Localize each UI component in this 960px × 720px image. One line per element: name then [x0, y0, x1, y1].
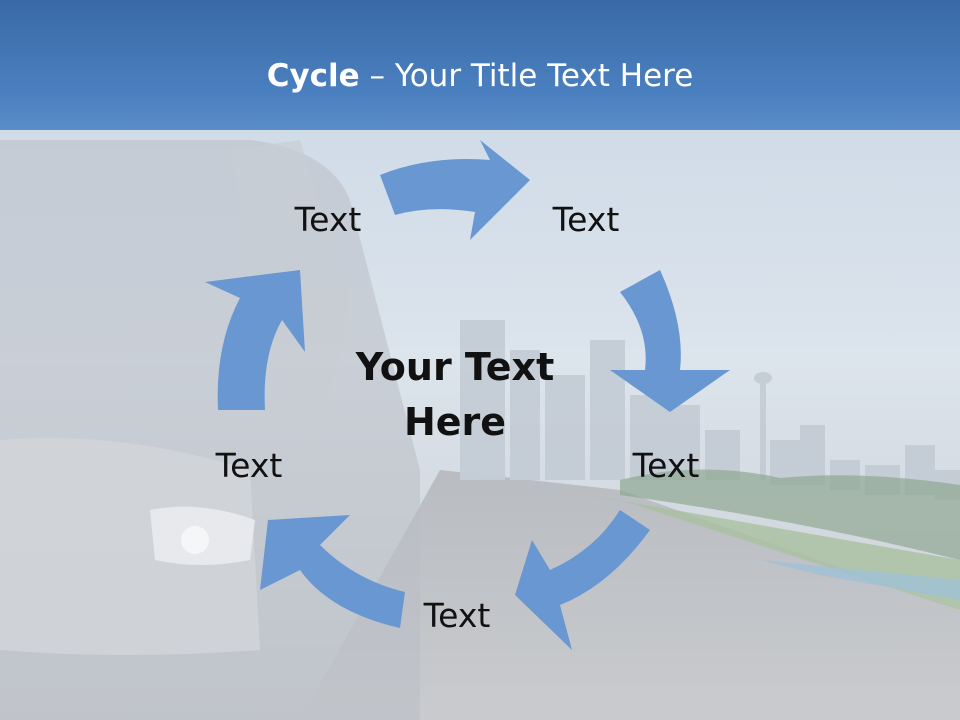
cycle-node-label: Text — [294, 200, 362, 239]
center-text-line2: Here — [403, 400, 507, 445]
slide-title-rest: – Your Title Text Here — [359, 58, 694, 94]
cycle-arrow-2 — [610, 270, 730, 412]
cycle-node-label: Text — [552, 200, 620, 239]
cycle-arrow-5 — [205, 270, 305, 410]
cycle-node-label: Text — [632, 446, 700, 485]
title-bar — [0, 0, 960, 130]
cycle-node-label: Text — [215, 446, 283, 485]
slide-title-bold: Cycle — [266, 58, 360, 94]
center-text-line1: Your Text — [355, 345, 555, 389]
slide-title: Cycle – Your Title Text Here — [0, 58, 960, 94]
center-text: Your Text Here — [345, 340, 565, 450]
cycle-node-label: Text — [423, 596, 491, 635]
cycle-arrow-3 — [515, 510, 650, 650]
cycle-arrow-4 — [260, 515, 405, 628]
cycle-arrow-1 — [380, 140, 530, 240]
